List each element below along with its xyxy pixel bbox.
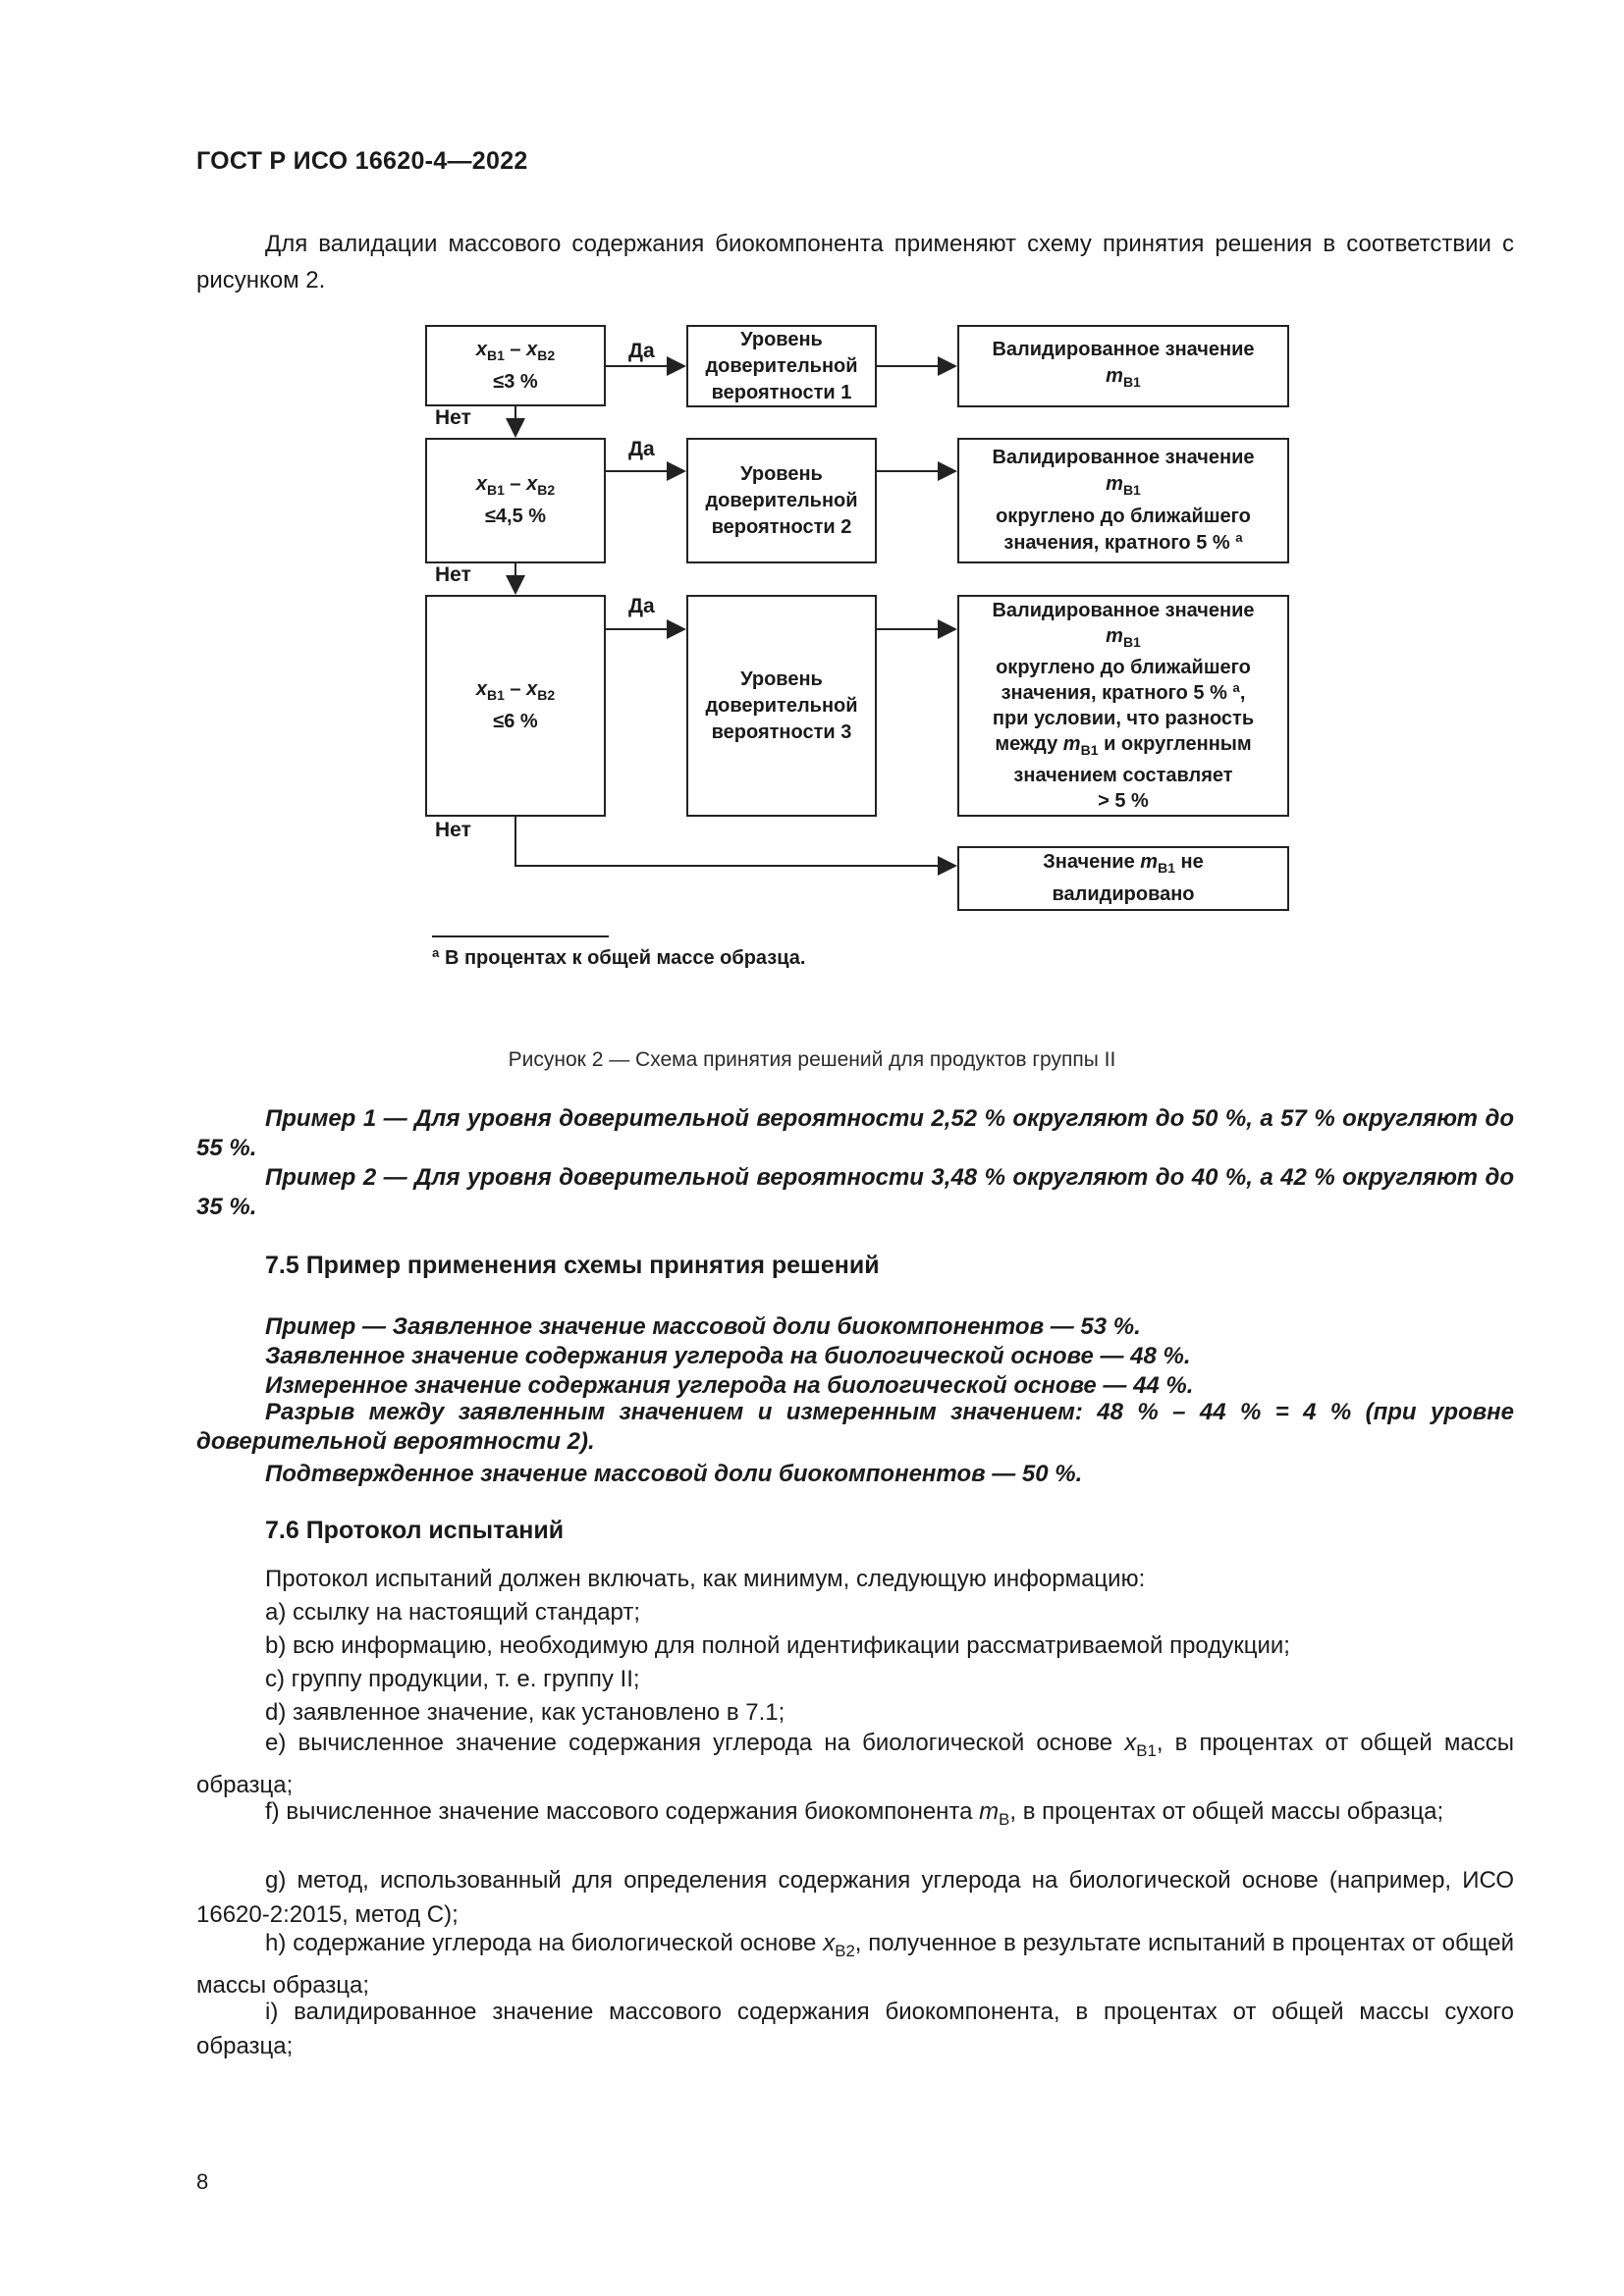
result-3-line: при условии, что разность	[992, 708, 1255, 729]
result-3-line: округлено до ближайшего	[996, 657, 1251, 678]
yes-label-1: Да	[628, 340, 655, 362]
intro-paragraph: Для валидации массового содержания биоко…	[196, 231, 1514, 294]
list-item-e-text: , в процентах от общей массы образца;	[196, 1730, 1514, 1798]
result-2-line: округлено до ближайшего	[996, 506, 1251, 527]
example-2: Пример 2 — Для уровня доверительной веро…	[196, 1164, 1514, 1220]
condition-box-1: xB1 – xB2 ≤3 %	[425, 325, 606, 406]
result-box-2: Валидированное значение mB1 округлено до…	[957, 438, 1289, 563]
result-box-1: Валидированное значение mB1	[957, 325, 1289, 407]
list-item-b: b) всю информацию, необходимую для полно…	[265, 1632, 1290, 1659]
no-label-1: Нет	[435, 406, 471, 429]
decision-diagram: xB1 – xB2 ≤3 % xB1 – xB2 ≤4,5 % xB1 – xB…	[0, 0, 1624, 982]
level-2-line: Уровень	[740, 462, 823, 485]
condition-2-threshold: ≤4,5 %	[484, 506, 547, 527]
list-item-f-text: f) вычисленное значение массового содерж…	[265, 1798, 980, 1825]
list-item-g: g) метод, использованный для определения…	[196, 1867, 1514, 1928]
list-item-i: i) валидированное значение массового сод…	[196, 1999, 1514, 2059]
confidence-level-box-3: Уровень доверительной вероятности 3	[686, 595, 877, 817]
section-7-5-line: Пример — Заявленное значение массовой до…	[265, 1313, 1141, 1340]
list-item-a: a) ссылку на настоящий стандарт;	[265, 1599, 641, 1626]
section-7-6-title: 7.6 Протокол испытаний	[265, 1517, 565, 1544]
result-3-line: > 5 %	[1098, 790, 1149, 812]
level-3-line: вероятности 3	[711, 721, 852, 743]
condition-2-expression: xB1 – xB2	[475, 473, 556, 498]
diagram-footnote: ª В процентах к общей массе образца.	[432, 947, 806, 969]
result-3-variable: mB1	[1106, 625, 1141, 650]
level-3-line: Уровень	[740, 667, 823, 690]
condition-3-threshold: ≤6 %	[493, 711, 538, 732]
yes-label-2: Да	[628, 438, 655, 460]
diagram-connectors	[506, 356, 957, 876]
condition-box-3: xB1 – xB2 ≤6 %	[425, 595, 606, 817]
result-3-text: между	[995, 733, 1058, 755]
result-1-line: Валидированное значение	[992, 339, 1255, 360]
result-4-text: Значение	[1043, 851, 1135, 873]
list-item-e: e) вычисленное значение содержания углер…	[196, 1730, 1514, 1798]
list-item-d: d) заявленное значение, как установлено …	[265, 1699, 785, 1726]
list-item-f-text: , в процентах от общей массы образца;	[1009, 1798, 1444, 1825]
result-3-line: Валидированное значение	[992, 600, 1255, 621]
list-item-h-text: h) содержание углерода на биологической …	[265, 1930, 824, 1956]
section-7-5-title: 7.5 Пример применения схемы принятия реш…	[265, 1252, 880, 1279]
section-7-5-line: Измеренное значение содержания углерода …	[265, 1372, 1194, 1399]
result-4-line: Значение mB1 не	[1043, 851, 1204, 876]
result-3-line: между mB1 и округленным	[995, 733, 1252, 758]
level-1-line: доверительной	[705, 354, 858, 377]
list-item-h: h) содержание углерода на биологической …	[196, 1930, 1515, 1999]
page-number: 8	[196, 2169, 209, 2194]
result-3-line: значения, кратного 5 % ª,	[1001, 682, 1246, 704]
condition-3-expression: xB1 – xB2	[475, 678, 556, 703]
result-1-variable: mB1	[1106, 365, 1141, 390]
result-3-text: и округленным	[1104, 733, 1252, 755]
level-2-line: доверительной	[705, 489, 858, 511]
level-1-line: вероятности 1	[711, 381, 852, 403]
level-3-line: доверительной	[705, 694, 858, 717]
yes-label-3: Да	[628, 595, 655, 617]
condition-1-threshold: ≤3 %	[493, 370, 538, 393]
result-4-line: валидировано	[1052, 883, 1195, 905]
section-7-5-line: Подтвержденное значение массовой доли би…	[265, 1461, 1083, 1487]
list-item-f: f) вычисленное значение массового содерж…	[265, 1798, 1444, 1829]
level-1-line: Уровень	[740, 328, 823, 350]
document-header: ГОСТ Р ИСО 16620-4—2022	[196, 147, 528, 175]
level-2-line: вероятности 2	[711, 515, 852, 538]
section-7-5-line: Разрыв между заявленным значением и изме…	[196, 1399, 1514, 1455]
result-box-3: Валидированное значение mB1 округлено до…	[957, 595, 1289, 817]
result-box-not-validated: Значение mB1 не валидировано	[957, 846, 1289, 911]
result-4-text: не	[1180, 851, 1204, 873]
list-item-e-text: e) вычисленное значение содержания углер…	[265, 1730, 1125, 1756]
result-2-line: Валидированное значение	[992, 447, 1255, 468]
section-7-5-line: Заявленное значение содержания углерода …	[265, 1343, 1191, 1369]
result-2-line: значения, кратного 5 % ª	[1003, 532, 1243, 554]
no-label-2: Нет	[435, 563, 471, 586]
section-7-6-intro: Протокол испытаний должен включать, как …	[265, 1566, 1146, 1592]
list-item-c: c) группу продукции, т. е. группу II;	[265, 1666, 640, 1692]
list-item-h-text: , полученное в результате испытаний в пр…	[196, 1930, 1515, 1999]
footnote-rule	[432, 935, 609, 937]
confidence-level-box-2: Уровень доверительной вероятности 2	[686, 438, 877, 563]
figure-caption: Рисунок 2 — Схема принятия решений для п…	[508, 1048, 1116, 1071]
condition-1-expression: xB1 – xB2	[475, 338, 556, 363]
example-1: Пример 1 — Для уровня доверительной веро…	[196, 1105, 1514, 1161]
no-label-3: Нет	[435, 819, 471, 841]
condition-box-2: xB1 – xB2 ≤4,5 %	[425, 438, 606, 563]
result-2-variable: mB1	[1106, 473, 1141, 498]
result-3-line: значением составляет	[1013, 765, 1233, 786]
confidence-level-box-1: Уровень доверительной вероятности 1	[686, 325, 877, 407]
